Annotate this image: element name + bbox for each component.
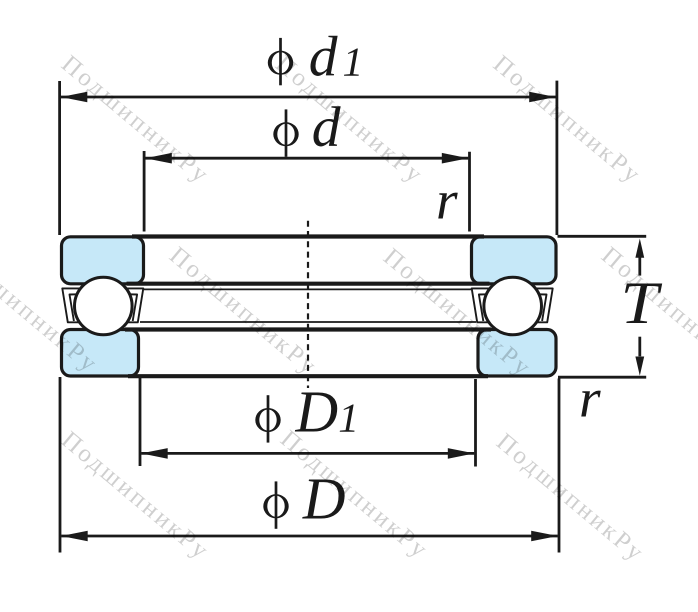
svg-text:1: 1: [338, 395, 359, 441]
svg-text:r: r: [436, 170, 458, 231]
svg-text:D: D: [295, 379, 339, 445]
svg-text:r: r: [579, 368, 601, 429]
svg-text:d: d: [312, 96, 341, 159]
svg-text:d: d: [309, 26, 338, 89]
svg-text:D: D: [302, 465, 346, 531]
svg-text:1: 1: [343, 39, 364, 85]
svg-text:T: T: [621, 270, 663, 337]
